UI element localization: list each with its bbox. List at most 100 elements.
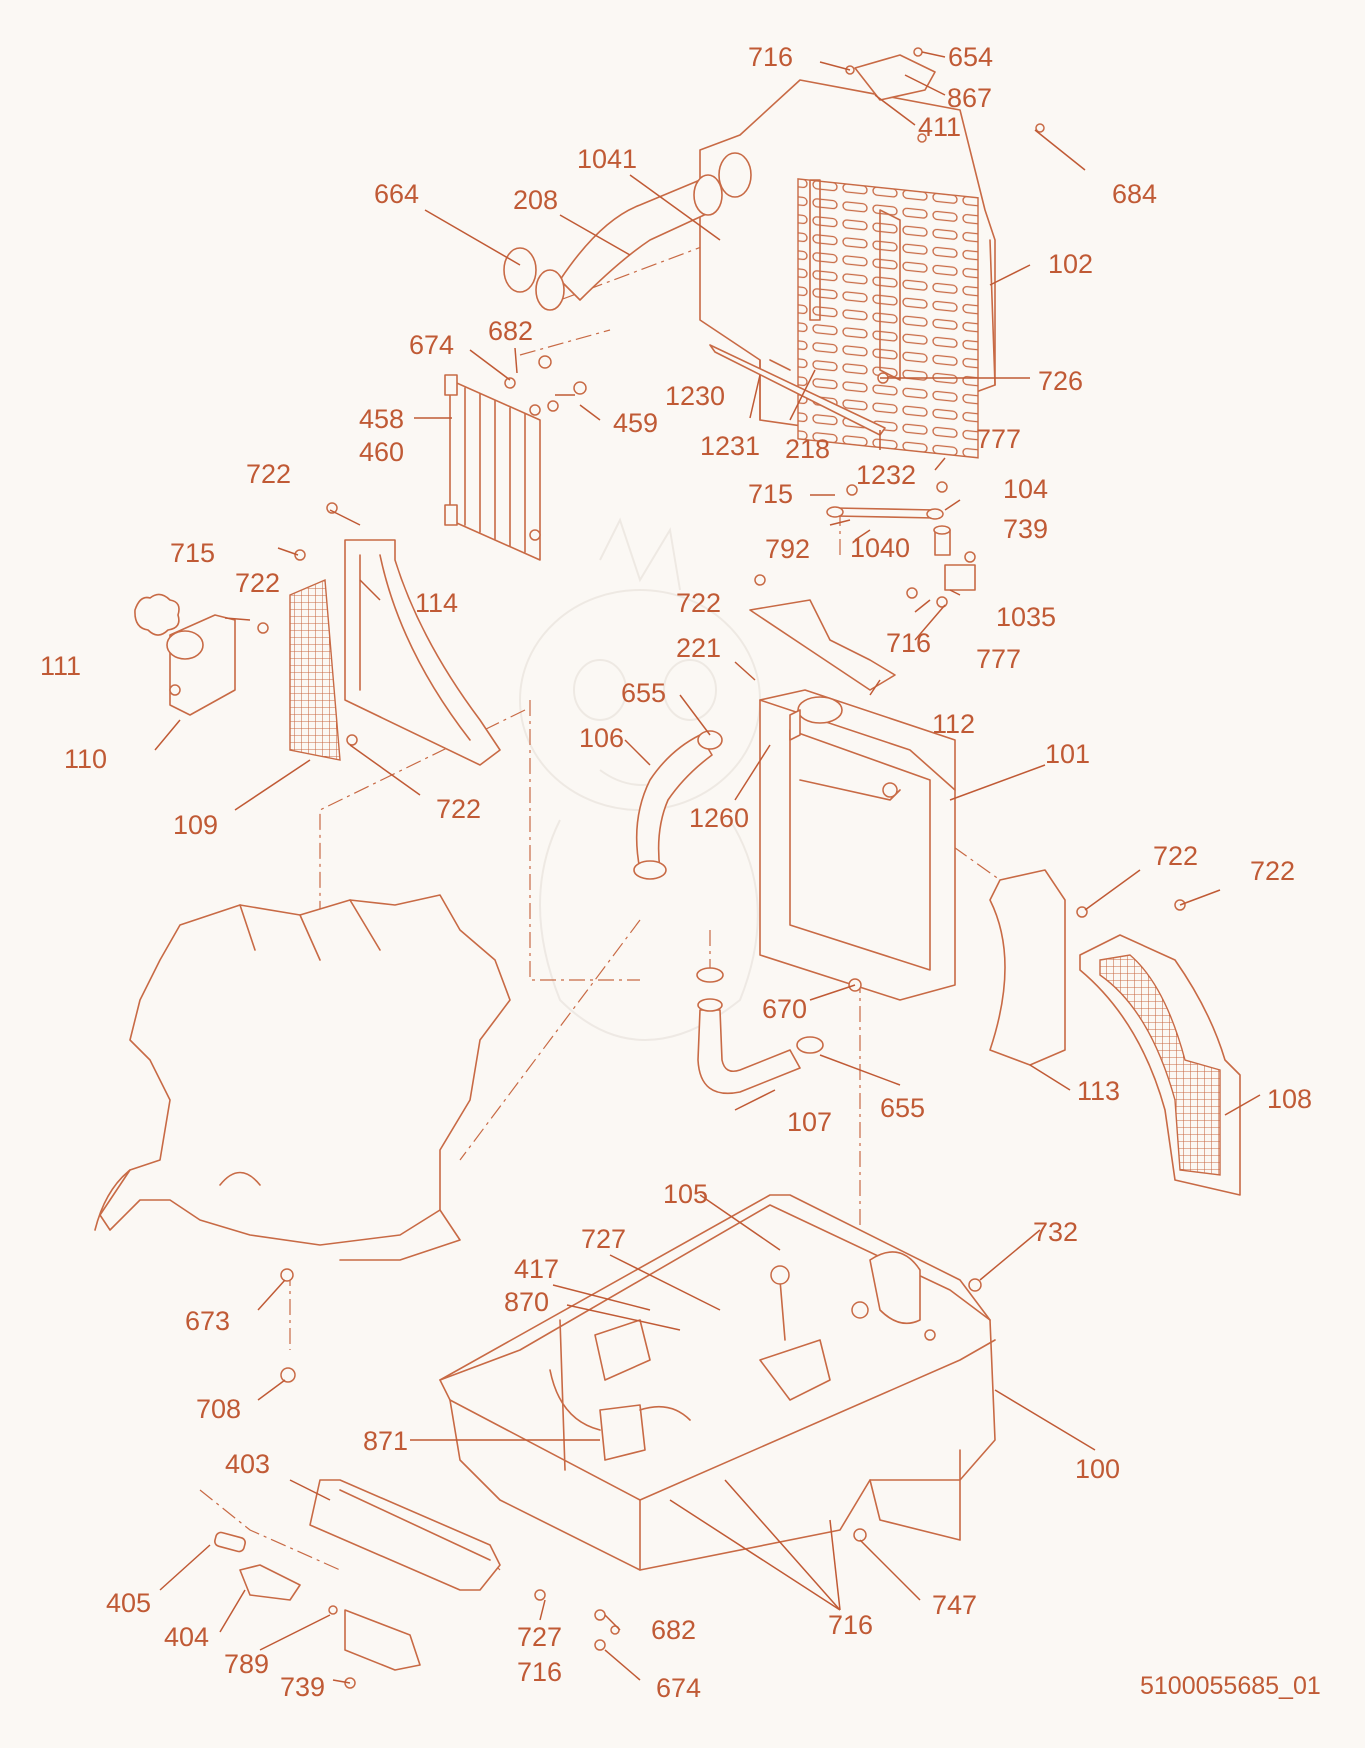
callout-655-lower: 655 [880, 1093, 925, 1123]
callout-114: 114 [415, 588, 458, 618]
callout-101: 101 [1045, 739, 1090, 769]
engine-outline [94, 894, 511, 1261]
callout-739-lower: 739 [280, 1672, 325, 1702]
callout-404: 404 [164, 1622, 209, 1652]
callout-673: 673 [185, 1306, 230, 1336]
callout-867: 867 [947, 83, 992, 113]
expansion-tank-110 [166, 614, 236, 716]
callout-722-d: 722 [1153, 841, 1198, 871]
callout-726: 726 [1038, 366, 1083, 396]
callout-1041: 1041 [577, 144, 637, 174]
cap-111 [134, 593, 180, 636]
callout-655-upper: 655 [621, 678, 666, 708]
callout-722-c: 722 [676, 588, 721, 618]
callout-208: 208 [513, 185, 558, 215]
base-frame-100 [439, 1194, 996, 1571]
rod-1040 [826, 506, 944, 520]
callout-106: 106 [579, 723, 624, 753]
callout-716-mid: 716 [886, 628, 931, 658]
callout-708: 708 [196, 1394, 241, 1424]
callout-1040: 1040 [850, 533, 910, 563]
callout-715-left: 715 [170, 538, 215, 568]
hose-106 [633, 730, 723, 880]
callout-221: 221 [676, 633, 721, 663]
hinge-403 [309, 1479, 501, 1591]
callout-674-lower: 674 [656, 1673, 701, 1703]
callout-747: 747 [932, 1590, 977, 1620]
callout-684: 684 [1112, 179, 1157, 209]
sheet-id: 5100055685_01 [1140, 1672, 1321, 1700]
callout-871: 871 [363, 1426, 408, 1456]
callout-104: 104 [1003, 474, 1048, 504]
leader-lines [154, 51, 1261, 1684]
callout-459: 459 [613, 408, 658, 438]
block-871 [549, 1369, 691, 1461]
callout-102: 102 [1048, 249, 1093, 279]
screen-panel-109 [289, 578, 341, 761]
callout-112: 112 [932, 709, 975, 739]
callout-113: 113 [1077, 1076, 1120, 1106]
callout-1035: 1035 [996, 602, 1056, 632]
callout-777-lower: 777 [976, 644, 1021, 674]
callout-674-upper: 674 [409, 330, 454, 360]
hose-107 [696, 967, 824, 1094]
mount-104 [933, 525, 951, 556]
radiator-shroud-102 [699, 79, 996, 459]
callout-716-lower: 716 [828, 1610, 873, 1640]
callout-789: 789 [224, 1649, 269, 1679]
callout-727-lower: 727 [517, 1622, 562, 1652]
callout-1231: 1231 [700, 431, 760, 461]
hinge-404 [239, 1564, 301, 1601]
callout-1230: 1230 [665, 381, 725, 411]
callout-1232: 1232 [856, 460, 916, 490]
callout-727-upper: 727 [581, 1224, 626, 1254]
callout-218: 218 [785, 434, 830, 464]
callout-664: 664 [374, 179, 419, 209]
callout-722-b: 722 [235, 568, 280, 598]
side-cover-113 [989, 869, 1066, 1066]
callout-654: 654 [948, 42, 993, 72]
callout-792: 792 [765, 534, 810, 564]
callout-732: 732 [1033, 1217, 1078, 1247]
callout-722-a: 722 [246, 459, 291, 489]
callout-110: 110 [64, 744, 107, 774]
radiator-101 [759, 689, 956, 1001]
callout-715-right: 715 [748, 479, 793, 509]
callout-107: 107 [787, 1107, 832, 1137]
hinge-second [344, 1609, 421, 1671]
fasteners [257, 47, 1186, 1689]
watermark-graphic [519, 517, 761, 1041]
callout-100: 100 [1075, 1454, 1120, 1484]
callout-682-lower: 682 [651, 1615, 696, 1645]
bracket-112 [749, 599, 896, 691]
callout-870: 870 [504, 1287, 549, 1317]
fan-guard-114 [344, 539, 501, 766]
bracket-1035 [944, 564, 976, 591]
oil-cooler-458 [444, 374, 541, 561]
callout-417: 417 [514, 1254, 559, 1284]
callout-722-f: 722 [1250, 856, 1295, 886]
callout-105: 105 [663, 1179, 708, 1209]
callout-722-e: 722 [436, 794, 481, 824]
callout-1260: 1260 [689, 803, 749, 833]
callout-682-upper: 682 [488, 316, 533, 346]
callout-777-upper: 777 [976, 424, 1021, 454]
callout-labels: 716 654 867 411 684 1041 664 208 102 674… [40, 42, 1312, 1703]
callout-109: 109 [173, 810, 218, 840]
callout-458: 458 [359, 404, 404, 434]
callout-403: 403 [225, 1449, 270, 1479]
pin-405 [214, 1531, 246, 1553]
callout-670: 670 [762, 994, 807, 1024]
callout-739-upper: 739 [1003, 514, 1048, 544]
callout-108: 108 [1267, 1084, 1312, 1114]
callout-411: 411 [918, 112, 961, 142]
callout-716-top: 716 [748, 42, 793, 72]
callout-405: 405 [106, 1588, 151, 1618]
callout-111: 111 [40, 651, 81, 681]
callout-716-bottom: 716 [517, 1657, 562, 1687]
hose-208 [503, 152, 752, 311]
grille-108 [1079, 934, 1241, 1196]
washer-682 [504, 355, 587, 412]
callout-460: 460 [359, 437, 404, 467]
